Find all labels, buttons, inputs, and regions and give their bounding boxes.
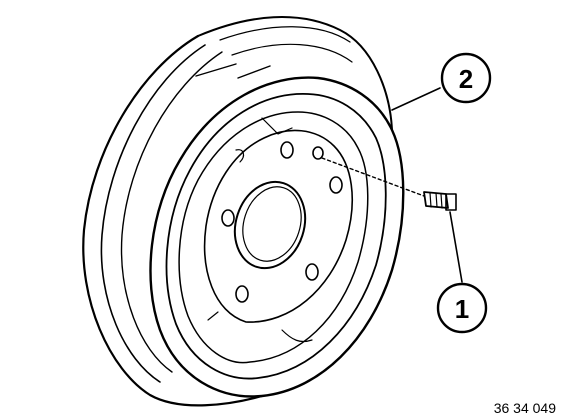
bolt [321,157,457,211]
bolt-hole [305,263,319,281]
bolt-hole [280,141,294,159]
bolt-hole [329,176,343,194]
drum-outer-rim [82,16,393,407]
drum-face [149,76,405,398]
leader-line-2 [391,87,441,111]
bolt-hole [312,146,324,160]
bolt-holes [221,141,343,303]
callout-number: 2 [459,64,473,94]
callout-number: 1 [455,294,469,324]
center-bore [233,180,307,270]
callout-2: 2 [440,52,492,104]
leader-line-1 [449,211,463,283]
callout-1: 1 [436,282,488,334]
bolt-hole [235,285,249,303]
figure-code: 36 34 049 [494,400,556,416]
bolt-hole [221,209,235,227]
hub-flange [203,129,354,323]
drum-details [195,63,313,343]
